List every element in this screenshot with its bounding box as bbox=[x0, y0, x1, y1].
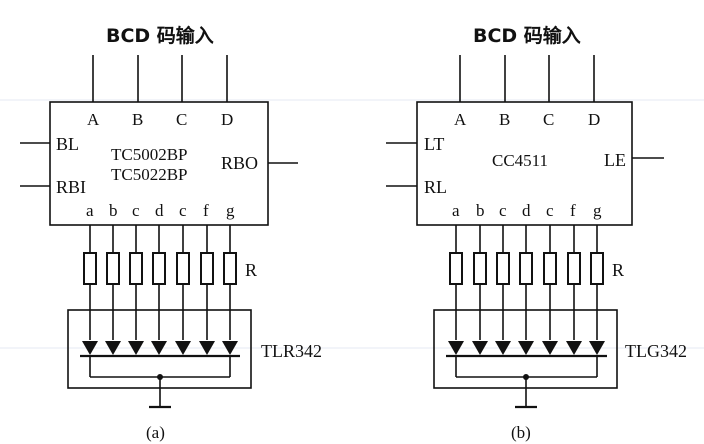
bcd-input-title-a: BCD 码输入 bbox=[106, 24, 214, 47]
figure-caption: (b) bbox=[511, 423, 531, 442]
output-pin-label: f bbox=[203, 201, 209, 220]
input-wires-b bbox=[459, 55, 595, 102]
output-pin-label: c bbox=[499, 201, 507, 220]
right-pin-label: LE bbox=[604, 150, 626, 170]
led-diodes-b bbox=[446, 341, 607, 380]
resistor-label: R bbox=[612, 260, 624, 280]
output-pin-label: c bbox=[179, 201, 187, 220]
left-pin-label: BL bbox=[56, 134, 79, 154]
input-wires-a bbox=[92, 55, 228, 102]
display-part-number: TLR342 bbox=[261, 341, 322, 361]
diagram-b: BCD 码输入 A B C D LT RL LE CC4511 a b c d … bbox=[386, 24, 687, 442]
input-pin-label: D bbox=[588, 110, 600, 129]
output-pin-label: g bbox=[226, 201, 235, 220]
output-pin-label: b bbox=[109, 201, 118, 220]
output-pin-label: d bbox=[522, 201, 531, 220]
input-pin-label: A bbox=[87, 110, 100, 129]
output-pin-label: a bbox=[452, 201, 460, 220]
output-pin-label: g bbox=[593, 201, 602, 220]
diagram-a: BCD 码输入 A B C D BL RBI RBO TC5002BP TC50… bbox=[20, 24, 322, 442]
chip-name: TC5002BP bbox=[111, 145, 188, 164]
led-diodes-a bbox=[80, 341, 240, 380]
display-part-number: TLG342 bbox=[625, 341, 687, 361]
output-pin-label: a bbox=[86, 201, 94, 220]
right-pin-label: RBO bbox=[221, 153, 258, 173]
ground-icon bbox=[149, 377, 171, 409]
input-pin-label: A bbox=[454, 110, 467, 129]
output-pin-label: c bbox=[132, 201, 140, 220]
output-pin-label: b bbox=[476, 201, 485, 220]
chip-name: CC4511 bbox=[492, 151, 548, 170]
left-pin-label: LT bbox=[424, 134, 444, 154]
output-pin-label: f bbox=[570, 201, 576, 220]
resistor-array-b bbox=[449, 252, 604, 285]
input-pin-label: D bbox=[221, 110, 233, 129]
input-pin-label: B bbox=[499, 110, 510, 129]
input-pin-label: C bbox=[176, 110, 187, 129]
left-pin-label: RL bbox=[424, 177, 447, 197]
input-pin-label: B bbox=[132, 110, 143, 129]
ground-icon bbox=[515, 377, 537, 409]
chip-name: TC5022BP bbox=[111, 165, 188, 184]
resistor-array-a bbox=[83, 252, 237, 285]
input-pin-label: C bbox=[543, 110, 554, 129]
left-pin-label: RBI bbox=[56, 177, 86, 197]
bcd-input-title-b: BCD 码输入 bbox=[473, 24, 581, 47]
output-pin-label: c bbox=[546, 201, 554, 220]
output-pin-label: d bbox=[155, 201, 164, 220]
decoder-chip-b bbox=[416, 101, 633, 226]
resistor-label: R bbox=[245, 260, 257, 280]
figure-caption: (a) bbox=[146, 423, 165, 442]
